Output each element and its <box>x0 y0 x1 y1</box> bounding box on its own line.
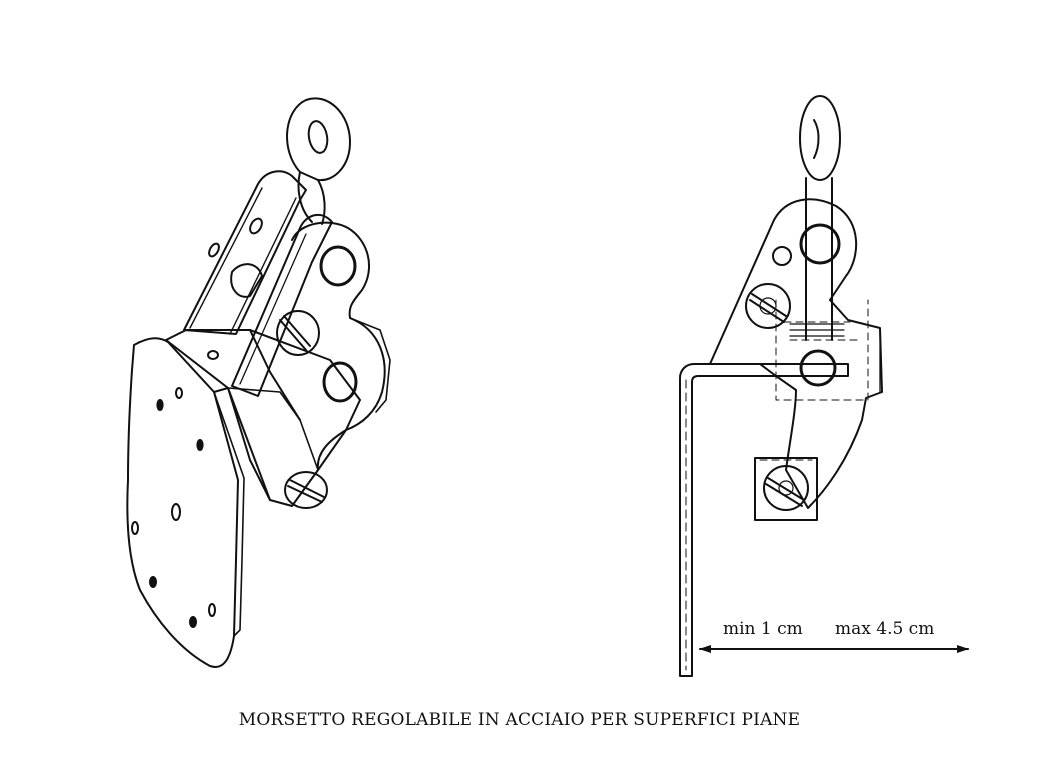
base-plate <box>126 337 239 668</box>
plate-holes <box>131 387 216 628</box>
side-hole-upper <box>799 223 841 265</box>
cam-lever <box>291 221 386 471</box>
side-hole-small <box>772 246 792 266</box>
hidden-lines <box>759 299 869 461</box>
long-arm <box>183 170 307 335</box>
clamped-surface <box>679 363 849 677</box>
lower-screw <box>284 471 328 509</box>
side-screw-upper <box>745 283 791 329</box>
dimension-min-label: min 1 cm <box>723 619 803 639</box>
dimension-max-label: max 4.5 cm <box>835 619 935 639</box>
side-lever <box>709 198 883 509</box>
front-arm <box>231 213 333 397</box>
lever-hole-upper <box>319 245 357 287</box>
base-plate-edge <box>213 391 245 637</box>
drawing-caption: MORSETTO REGOLABILE IN ACCIAIO PER SUPER… <box>238 710 801 730</box>
side-lower-block <box>754 457 818 521</box>
lever-hole-lower <box>322 361 358 403</box>
isometric-view <box>126 97 391 668</box>
side-screw-lower <box>763 465 809 511</box>
side-hole-lower <box>799 349 837 387</box>
eye-nut <box>286 97 351 225</box>
side-view <box>679 95 969 677</box>
side-thread <box>789 323 845 337</box>
block-small-hole <box>207 350 219 360</box>
